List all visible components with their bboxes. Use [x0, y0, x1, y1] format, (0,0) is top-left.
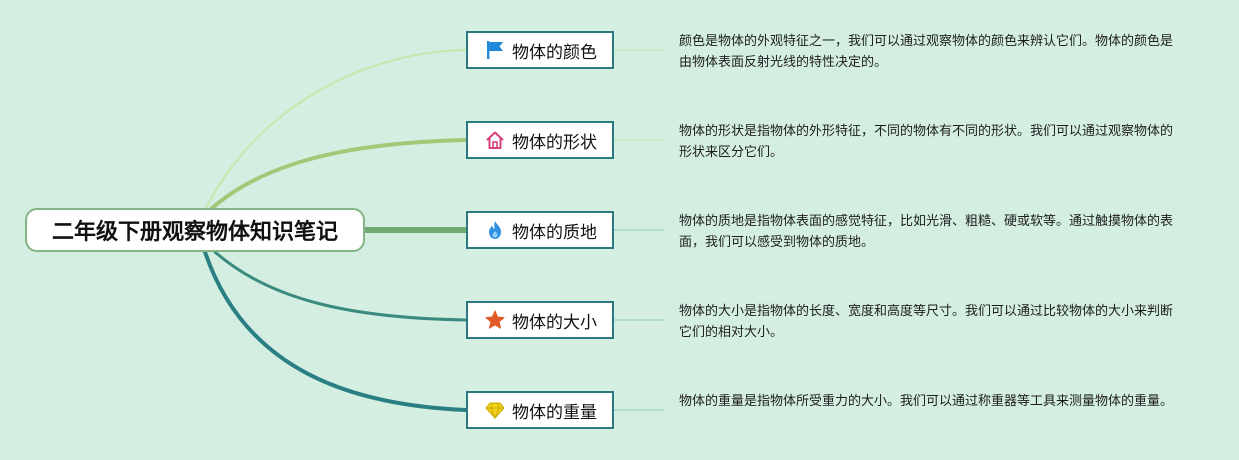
central-topic[interactable]: 二年级下册观察物体知识笔记: [25, 208, 365, 252]
branch-connector: [203, 250, 468, 412]
note-texture: 物体的质地是指物体表面的感觉特征，比如光滑、粗糙、硬或软等。通过触摸物体的表面，…: [679, 214, 1174, 250]
branch-size[interactable]: 物体的大小: [466, 301, 614, 339]
flame-icon: [484, 219, 506, 241]
branch-weight[interactable]: 物体的重量: [466, 391, 614, 429]
diamond-icon: [484, 399, 506, 421]
branch-connector: [204, 49, 467, 211]
branch-label: 物体的颜色: [512, 42, 597, 63]
branch-texture[interactable]: 物体的质地: [466, 211, 614, 249]
branch-label: 物体的质地: [512, 222, 597, 243]
star-icon: [484, 309, 506, 331]
branch-connector: [213, 250, 468, 322]
branch-shape[interactable]: 物体的形状: [466, 121, 614, 159]
branch-label: 物体的重量: [512, 402, 597, 423]
note-size: 物体的大小是指物体的长度、宽度和高度等尺寸。我们可以通过比较物体的大小来判断它们…: [679, 304, 1174, 340]
note-shape: 物体的形状是指物体的外形特征，不同的物体有不同的形状。我们可以通过观察物体的形状…: [679, 124, 1174, 160]
flag-icon: [484, 39, 506, 61]
branch-connector: [208, 138, 468, 212]
note-color: 颜色是物体的外观特征之一，我们可以通过观察物体的颜色来辨认它们。物体的颜色是由物…: [679, 34, 1174, 70]
branch-label: 物体的大小: [512, 312, 597, 333]
house-icon: [484, 129, 506, 151]
branch-color[interactable]: 物体的颜色: [466, 31, 614, 69]
branch-label: 物体的形状: [512, 132, 597, 153]
note-weight: 物体的重量是指物体所受重力的大小。我们可以通过称重器等工具来测量物体的重量。: [679, 394, 1174, 409]
